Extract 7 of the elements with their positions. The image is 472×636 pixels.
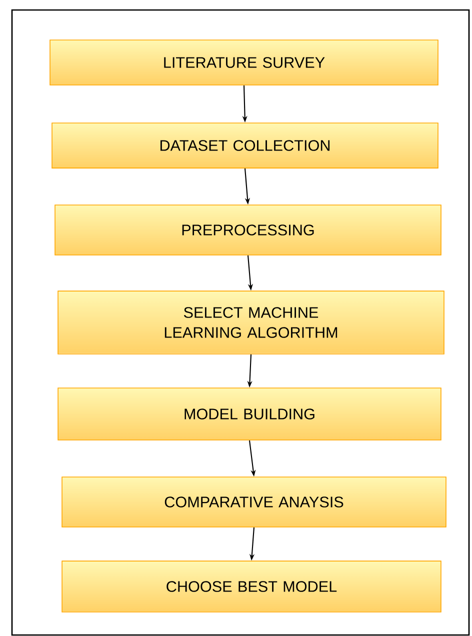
process-box: CHOOSE BEST MODEL [62, 560, 442, 612]
process-box: COMPARATIVE ANAYSIS [62, 476, 446, 528]
process-box: MODEL BUILDING [58, 388, 442, 440]
process-box: LITERATURE SURVEY [50, 40, 438, 86]
process-box: SELECT MACHINE LEARNING ALGORITHM [58, 290, 444, 354]
process-box: DATASET COLLECTION [52, 122, 438, 168]
process-box: PREPROCESSING [54, 204, 442, 256]
